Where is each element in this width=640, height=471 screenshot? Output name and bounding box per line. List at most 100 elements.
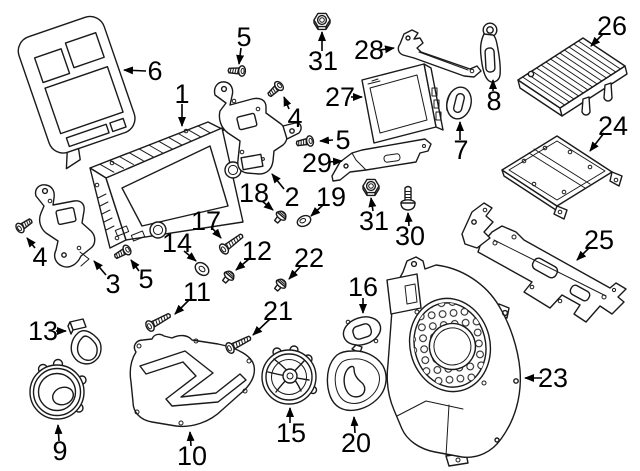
callout-21[interactable]: 21	[252, 296, 293, 336]
callout-3[interactable]: 3	[93, 260, 121, 299]
callout-20[interactable]: 20	[341, 416, 371, 458]
part-number-label[interactable]: 26	[597, 11, 627, 41]
callout-16[interactable]: 16	[348, 272, 378, 314]
callout-4-top[interactable]: 4	[283, 96, 303, 133]
part-number-label[interactable]: 18	[239, 178, 269, 208]
bolt-30-drawing	[400, 185, 416, 211]
part-number-label[interactable]: 9	[52, 436, 67, 466]
callout-6[interactable]: 6	[123, 56, 163, 86]
callout-24[interactable]: 24	[589, 111, 628, 152]
part-number-label[interactable]: 31	[308, 46, 338, 76]
clip-12-drawing	[219, 268, 237, 286]
tweeter-speaker-drawing	[67, 318, 102, 365]
callout-19[interactable]: 19	[310, 182, 346, 217]
module-bracket-lower-drawing	[331, 138, 432, 182]
leader-arrow	[368, 197, 377, 212]
callout-30[interactable]: 30	[395, 212, 425, 251]
callout-10[interactable]: 10	[177, 431, 207, 471]
part-number-label[interactable]: 4	[287, 103, 302, 133]
part-number-label[interactable]: 7	[453, 135, 468, 165]
part-number-label[interactable]: 12	[242, 236, 272, 266]
part-number-label[interactable]: 17	[191, 206, 221, 236]
part-number-label[interactable]: 27	[325, 82, 355, 112]
part-number-label[interactable]: 11	[183, 277, 211, 307]
screw-5-left-drawing	[111, 243, 134, 263]
strap-bracket-drawing	[479, 22, 501, 83]
part-number-label[interactable]: 2	[284, 182, 299, 212]
callout-31-mid[interactable]: 31	[359, 197, 389, 236]
callout-12[interactable]: 12	[235, 236, 272, 271]
callout-9[interactable]: 9	[52, 424, 68, 466]
part-number-label[interactable]: 14	[162, 228, 192, 258]
part-number-label[interactable]: 30	[395, 221, 425, 251]
amplifier-assembly-drawing	[501, 135, 623, 220]
callout-2[interactable]: 2	[271, 173, 300, 212]
part-number-label[interactable]: 16	[348, 272, 378, 302]
leader-arrow	[589, 132, 605, 152]
part-number-label[interactable]: 5	[236, 22, 251, 52]
callout-5-left[interactable]: 5	[130, 259, 154, 294]
leader-arrow	[174, 299, 190, 315]
leader-arrow	[26, 237, 36, 249]
callout-13[interactable]: 13	[28, 316, 67, 346]
subwoofer-enclosure-drawing	[386, 256, 522, 467]
callout-1[interactable]: 1	[174, 79, 190, 127]
part-number-label[interactable]: 29	[302, 148, 332, 178]
callout-28[interactable]: 28	[354, 35, 395, 65]
radio-head-unit-drawing	[89, 121, 244, 249]
callout-7[interactable]: 7	[453, 121, 469, 165]
callout-25[interactable]: 25	[576, 225, 614, 261]
part-number-label[interactable]: 22	[294, 243, 324, 273]
leader-arrow	[327, 157, 343, 166]
part-number-label[interactable]: 23	[538, 363, 568, 393]
callout-4-left[interactable]: 4	[26, 237, 48, 272]
part-number-label[interactable]: 24	[598, 111, 628, 141]
part-number-label[interactable]: 15	[276, 418, 306, 448]
part-number-label[interactable]: 28	[354, 35, 384, 65]
tuner-module-drawing	[361, 63, 444, 144]
part-number-label[interactable]: 25	[584, 225, 614, 255]
part-number-label[interactable]: 21	[263, 296, 293, 326]
part-number-label[interactable]: 20	[341, 428, 371, 458]
part-number-label[interactable]: 5	[335, 125, 350, 155]
callout-8[interactable]: 8	[486, 79, 502, 116]
part-number-label[interactable]: 19	[316, 182, 346, 212]
callout-14[interactable]: 14	[162, 228, 197, 262]
leader-arrow	[252, 318, 271, 336]
leader-arrow	[212, 228, 222, 239]
callout-27[interactable]: 27	[325, 82, 363, 112]
leader-arrow	[93, 260, 107, 276]
nut-31-mid-drawing	[362, 178, 380, 197]
clip-22-drawing	[271, 276, 289, 294]
part-number-label[interactable]: 31	[359, 206, 389, 236]
callout-29[interactable]: 29	[302, 148, 343, 178]
part-number-label[interactable]: 1	[174, 79, 189, 109]
callout-31-top[interactable]: 31	[308, 31, 338, 76]
callout-26[interactable]: 26	[590, 11, 627, 47]
part-number-label[interactable]: 3	[105, 269, 120, 299]
leader-arrow	[319, 136, 334, 145]
speaker-trim-ring-drawing	[326, 344, 387, 412]
callout-23[interactable]: 23	[524, 363, 568, 393]
speaker-gasket-drawing	[342, 316, 382, 346]
callout-17[interactable]: 17	[191, 206, 222, 239]
part-number-label[interactable]: 8	[486, 86, 501, 116]
leader-arrow	[283, 96, 292, 110]
part-number-label[interactable]: 4	[32, 242, 47, 272]
callout-layer: 1 2 3 4 4 5 5 5	[26, 11, 628, 471]
callout-11[interactable]: 11	[174, 277, 211, 315]
grommet-14-drawing	[194, 261, 210, 277]
part-number-label[interactable]: 13	[28, 316, 58, 346]
callout-15[interactable]: 15	[276, 407, 306, 448]
part-number-label[interactable]: 5	[138, 264, 153, 294]
leader-arrow	[310, 204, 324, 217]
callout-5-top[interactable]: 5	[236, 22, 252, 65]
radio-bracket-left-drawing	[34, 184, 96, 268]
callout-5-mid[interactable]: 5	[319, 125, 351, 155]
callout-22[interactable]: 22	[288, 243, 324, 280]
part-number-label[interactable]: 6	[147, 56, 162, 86]
callout-18[interactable]: 18	[239, 178, 274, 211]
part-number-label[interactable]: 10	[177, 441, 207, 471]
